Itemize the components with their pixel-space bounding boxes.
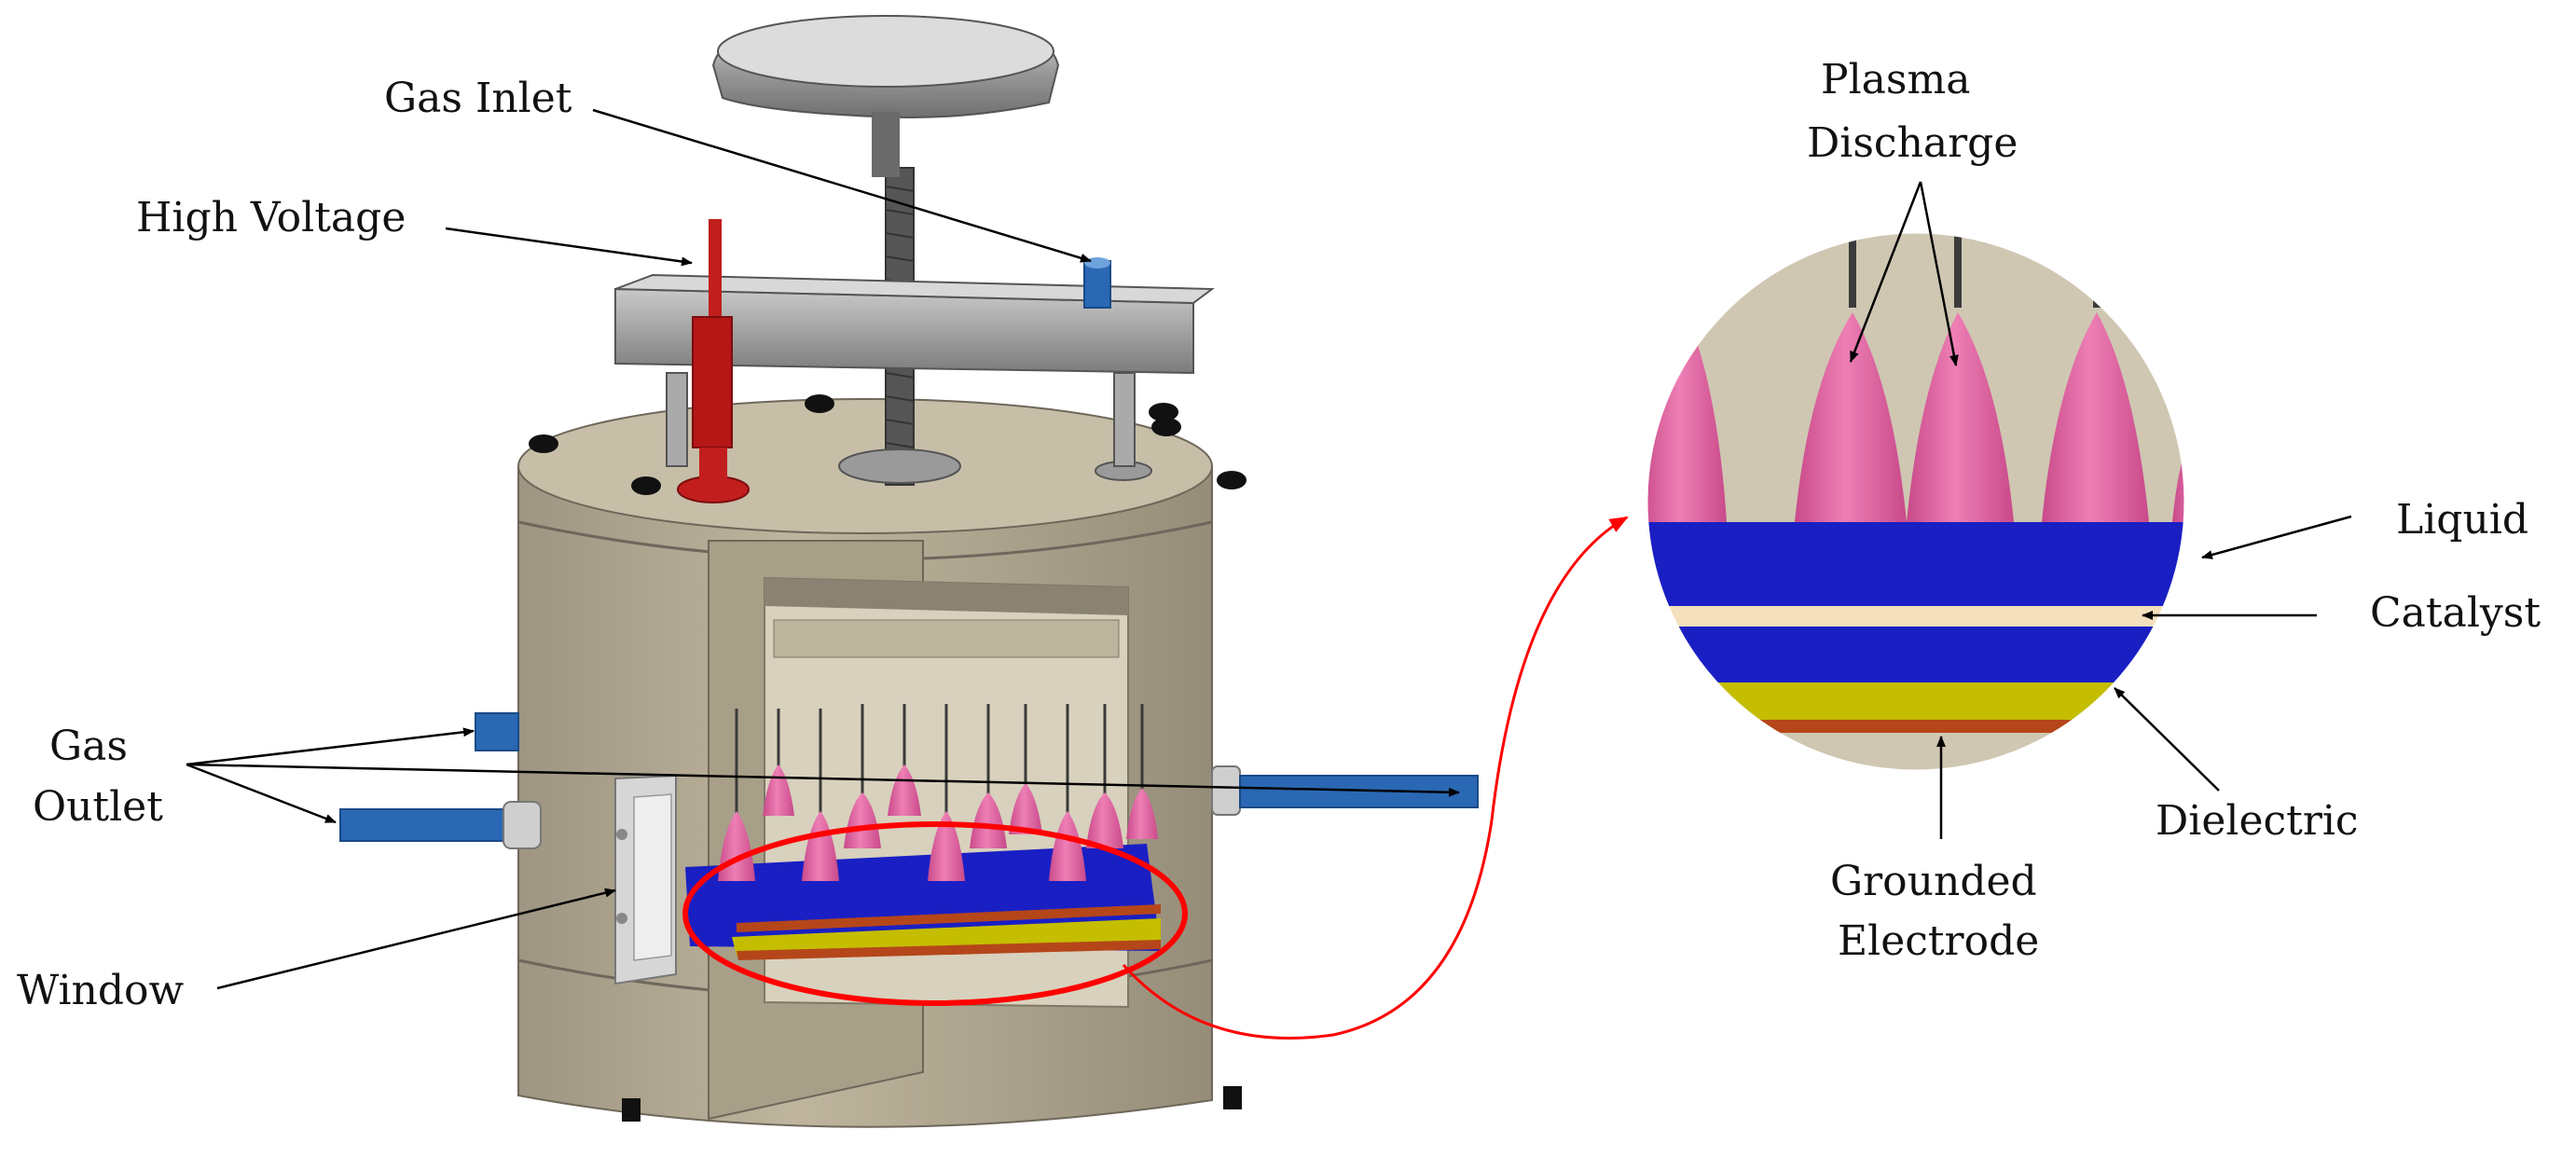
label-grounded-2: Electrode (1838, 917, 2039, 965)
label-gas-outlet-2: Outlet (33, 783, 163, 831)
zoom-detail (1645, 230, 2187, 773)
label-dielectric: Dielectric (2156, 797, 2359, 845)
gas-inlet-tube (1083, 257, 1111, 309)
high-voltage-electrode (677, 219, 750, 503)
callouts: Gas Inlet High Voltage Gas Outlet Window… (17, 56, 2541, 1014)
label-plasma-2: Discharge (1807, 119, 2018, 167)
reactor-needles (735, 704, 1144, 820)
label-window: Window (17, 967, 185, 1014)
label-liquid: Liquid (2396, 496, 2528, 544)
clamp-assembly (614, 15, 1215, 486)
label-grounded-1: Grounded (1830, 858, 2037, 905)
label-catalyst: Catalyst (2370, 589, 2541, 637)
label-plasma-1: Plasma (1821, 56, 1970, 103)
zoom-connector (1122, 516, 1629, 1040)
highlight-ellipse (682, 821, 1188, 1006)
label-high-voltage: High Voltage (136, 194, 406, 241)
label-gas-outlet-1: Gas (49, 723, 128, 770)
label-gas-inlet: Gas Inlet (384, 75, 572, 122)
reactor-body (517, 394, 1247, 1128)
viewing-window (614, 774, 677, 985)
